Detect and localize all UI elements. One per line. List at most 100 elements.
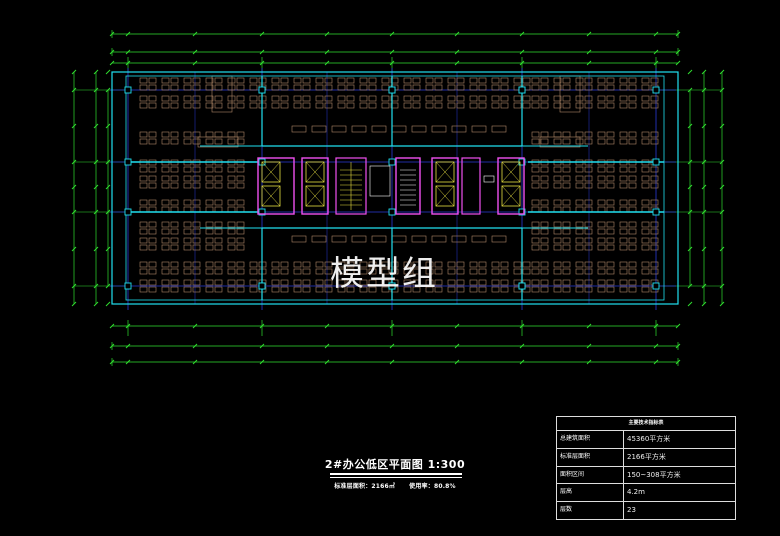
desk bbox=[139, 237, 148, 244]
desk bbox=[359, 102, 368, 109]
desk bbox=[214, 131, 223, 138]
desk bbox=[139, 84, 148, 91]
row-value: 150~308平方米 bbox=[627, 470, 681, 479]
desk bbox=[531, 286, 540, 293]
desk bbox=[205, 228, 214, 235]
desk bbox=[192, 138, 201, 145]
desk bbox=[302, 286, 311, 293]
desk bbox=[324, 279, 333, 286]
elevator-car bbox=[435, 161, 455, 183]
desk bbox=[346, 268, 355, 275]
desk bbox=[641, 95, 650, 102]
desk bbox=[553, 261, 562, 268]
desk bbox=[522, 77, 531, 84]
desk bbox=[148, 199, 157, 206]
desk bbox=[346, 84, 355, 91]
desk bbox=[161, 84, 170, 91]
desk bbox=[302, 77, 311, 84]
dimension-tick bbox=[105, 301, 111, 307]
desk bbox=[236, 175, 245, 182]
desk bbox=[214, 138, 223, 145]
dimension-tick bbox=[259, 359, 265, 365]
desk bbox=[161, 228, 170, 235]
desk bbox=[491, 84, 500, 91]
table-header: 主要技术指标表 bbox=[557, 417, 735, 431]
column bbox=[388, 282, 396, 290]
elevator-shaft bbox=[497, 157, 525, 215]
desk bbox=[641, 268, 650, 275]
desk bbox=[148, 95, 157, 102]
desk bbox=[227, 95, 236, 102]
dimension-tick bbox=[454, 49, 460, 55]
desk bbox=[161, 95, 170, 102]
desk bbox=[456, 77, 465, 84]
desk bbox=[236, 244, 245, 251]
desk bbox=[192, 261, 201, 268]
desk bbox=[170, 175, 179, 182]
desk bbox=[271, 279, 280, 286]
desk bbox=[183, 199, 192, 206]
desk bbox=[641, 279, 650, 286]
desk bbox=[513, 286, 522, 293]
desk bbox=[337, 268, 346, 275]
desk bbox=[531, 237, 540, 244]
desk bbox=[192, 206, 201, 213]
desk bbox=[562, 95, 571, 102]
dimension-tick bbox=[324, 359, 330, 365]
desk bbox=[315, 77, 324, 84]
desk bbox=[641, 102, 650, 109]
desk bbox=[553, 228, 562, 235]
dimension-tick bbox=[71, 246, 77, 252]
dimension-tick bbox=[125, 49, 131, 55]
desk bbox=[227, 286, 236, 293]
desk bbox=[280, 84, 289, 91]
desk bbox=[236, 228, 245, 235]
desk bbox=[227, 138, 236, 145]
dimension-tick bbox=[71, 123, 77, 129]
dimension-tick bbox=[719, 123, 725, 129]
desk bbox=[161, 206, 170, 213]
desk bbox=[540, 102, 549, 109]
desk bbox=[412, 102, 421, 109]
desk bbox=[293, 286, 302, 293]
desk bbox=[148, 138, 157, 145]
dimension-tick bbox=[454, 343, 460, 349]
desk bbox=[412, 84, 421, 91]
desk bbox=[456, 261, 465, 268]
desk bbox=[249, 95, 258, 102]
desk bbox=[522, 268, 531, 275]
desk bbox=[606, 237, 615, 244]
dimension-tick bbox=[71, 69, 77, 75]
desk bbox=[148, 221, 157, 228]
desk bbox=[205, 221, 214, 228]
desk bbox=[562, 131, 571, 138]
desk bbox=[553, 221, 562, 228]
desk bbox=[540, 244, 549, 251]
workstation bbox=[371, 235, 387, 243]
elevator-cross bbox=[501, 161, 521, 183]
desk bbox=[628, 279, 637, 286]
desk bbox=[381, 279, 390, 286]
desk bbox=[628, 286, 637, 293]
desk bbox=[148, 286, 157, 293]
column bbox=[388, 208, 396, 216]
desk bbox=[214, 182, 223, 189]
desk bbox=[606, 199, 615, 206]
desk bbox=[619, 95, 628, 102]
desk bbox=[575, 206, 584, 213]
desk bbox=[183, 138, 192, 145]
desk bbox=[597, 268, 606, 275]
desk bbox=[214, 286, 223, 293]
desk bbox=[148, 244, 157, 251]
desk bbox=[562, 268, 571, 275]
drawing-title: 2#办公低区平面图 1:300 bbox=[324, 458, 466, 471]
desk bbox=[447, 77, 456, 84]
desk bbox=[619, 102, 628, 109]
desk bbox=[531, 182, 540, 189]
desk bbox=[584, 279, 593, 286]
dimension-tick bbox=[719, 69, 725, 75]
column bbox=[258, 282, 266, 290]
lobby-area bbox=[483, 175, 495, 183]
desk bbox=[214, 228, 223, 235]
desk bbox=[412, 77, 421, 84]
